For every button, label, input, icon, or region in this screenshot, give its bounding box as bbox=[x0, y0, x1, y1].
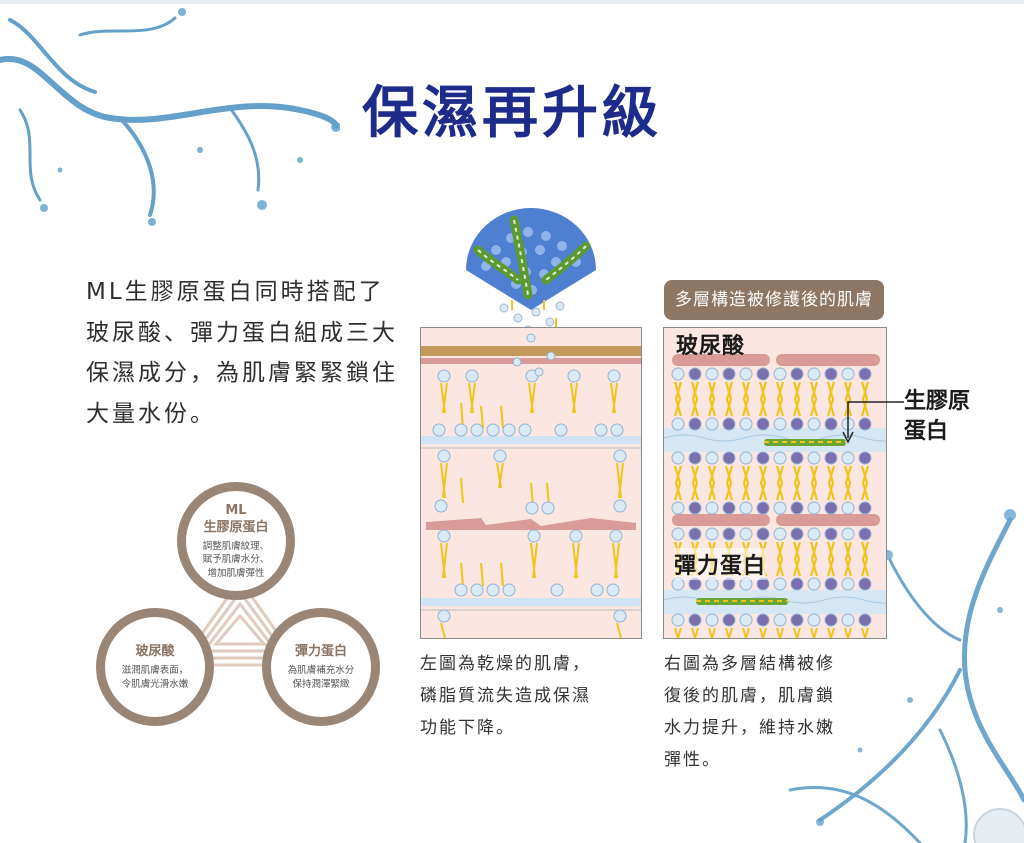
ingredient-connector bbox=[177, 577, 303, 667]
circle-collagen-desc-3: 增加肌膚彈性 bbox=[207, 567, 265, 579]
collagen-pointer-line bbox=[842, 401, 904, 444]
circle-collagen-head-2: 生膠原蛋白 bbox=[203, 519, 269, 535]
intro-text: ML生膠原蛋白同時搭配了玻尿酸、彈力蛋白組成三大保濕成分，為肌膚緊緊鎖住大量水份… bbox=[86, 279, 398, 427]
circle-elastin-desc-1: 為肌膚補充水分 bbox=[287, 665, 355, 676]
circle-elastin: 彈力蛋白 為肌膚補充水分 保持潤澤緊緻 bbox=[262, 608, 380, 726]
repaired-skin-badge: 多層構造被修護後的肌膚 bbox=[664, 280, 884, 320]
caption-repaired-skin: 右圖為多層結構被修 復後的肌膚，肌膚鎖 水力提升，維持水嫩 彈性。 bbox=[664, 648, 894, 776]
circle-hyaluronic-desc-2: 令肌膚光滑水嫩 bbox=[121, 678, 189, 690]
molecule-sphere-illustration bbox=[466, 208, 596, 335]
circle-collagen: ML 生膠原蛋白 調整肌膚紋理、 賦予肌膚水分、 增加肌膚彈性 bbox=[177, 482, 295, 600]
circle-hyaluronic: 玻尿酸 滋潤肌膚表面， 令肌膚光滑水嫩 bbox=[96, 608, 214, 726]
caption-repaired-line-4: 彈性。 bbox=[664, 750, 721, 770]
label-collagen-line-2: 蛋白 bbox=[904, 419, 949, 444]
label-collagen-line-1: 生膠原 bbox=[904, 389, 971, 414]
circle-collagen-head-1: ML bbox=[225, 502, 247, 518]
caption-repaired-line-3: 水力提升，維持水嫩 bbox=[664, 718, 835, 738]
circle-collagen-desc-1: 調整肌膚紋理、 bbox=[202, 540, 270, 552]
page-title: 保濕再升級 bbox=[362, 80, 662, 146]
caption-repaired-line-2: 復後的肌膚，肌膚鎖 bbox=[664, 686, 835, 706]
repaired-skin-diagram bbox=[663, 327, 887, 639]
circle-hyaluronic-desc-1: 滋潤肌膚表面， bbox=[121, 665, 189, 676]
circle-hyaluronic-head: 玻尿酸 bbox=[135, 644, 175, 659]
circle-collagen-desc-2: 賦予肌膚水分、 bbox=[202, 554, 270, 566]
circle-elastin-desc-2: 保持潤澤緊緻 bbox=[292, 678, 350, 690]
water-splash-top-left bbox=[0, 8, 340, 226]
circle-elastin-head: 彈力蛋白 bbox=[294, 644, 347, 659]
lipid-layers bbox=[671, 367, 872, 638]
dry-skin-diagram bbox=[420, 327, 642, 639]
water-splash-bottom-right bbox=[788, 509, 1024, 843]
top-border bbox=[0, 0, 1024, 4]
caption-dry-line-3: 功能下降。 bbox=[420, 718, 515, 738]
caption-dry-line-1: 左圖為乾燥的肌膚， bbox=[420, 654, 591, 674]
label-hyaluronic: 玻尿酸 bbox=[676, 334, 746, 359]
label-elastin: 彈力蛋白 bbox=[674, 548, 767, 580]
caption-dry-skin: 左圖為乾燥的肌膚， 磷脂質流失造成保濕 功能下降。 bbox=[420, 648, 650, 744]
caption-repaired-line-1: 右圖為多層結構被修 bbox=[664, 654, 835, 674]
caption-dry-line-2: 磷脂質流失造成保濕 bbox=[420, 686, 591, 706]
label-collagen: 生膠原 蛋白 bbox=[904, 387, 984, 447]
